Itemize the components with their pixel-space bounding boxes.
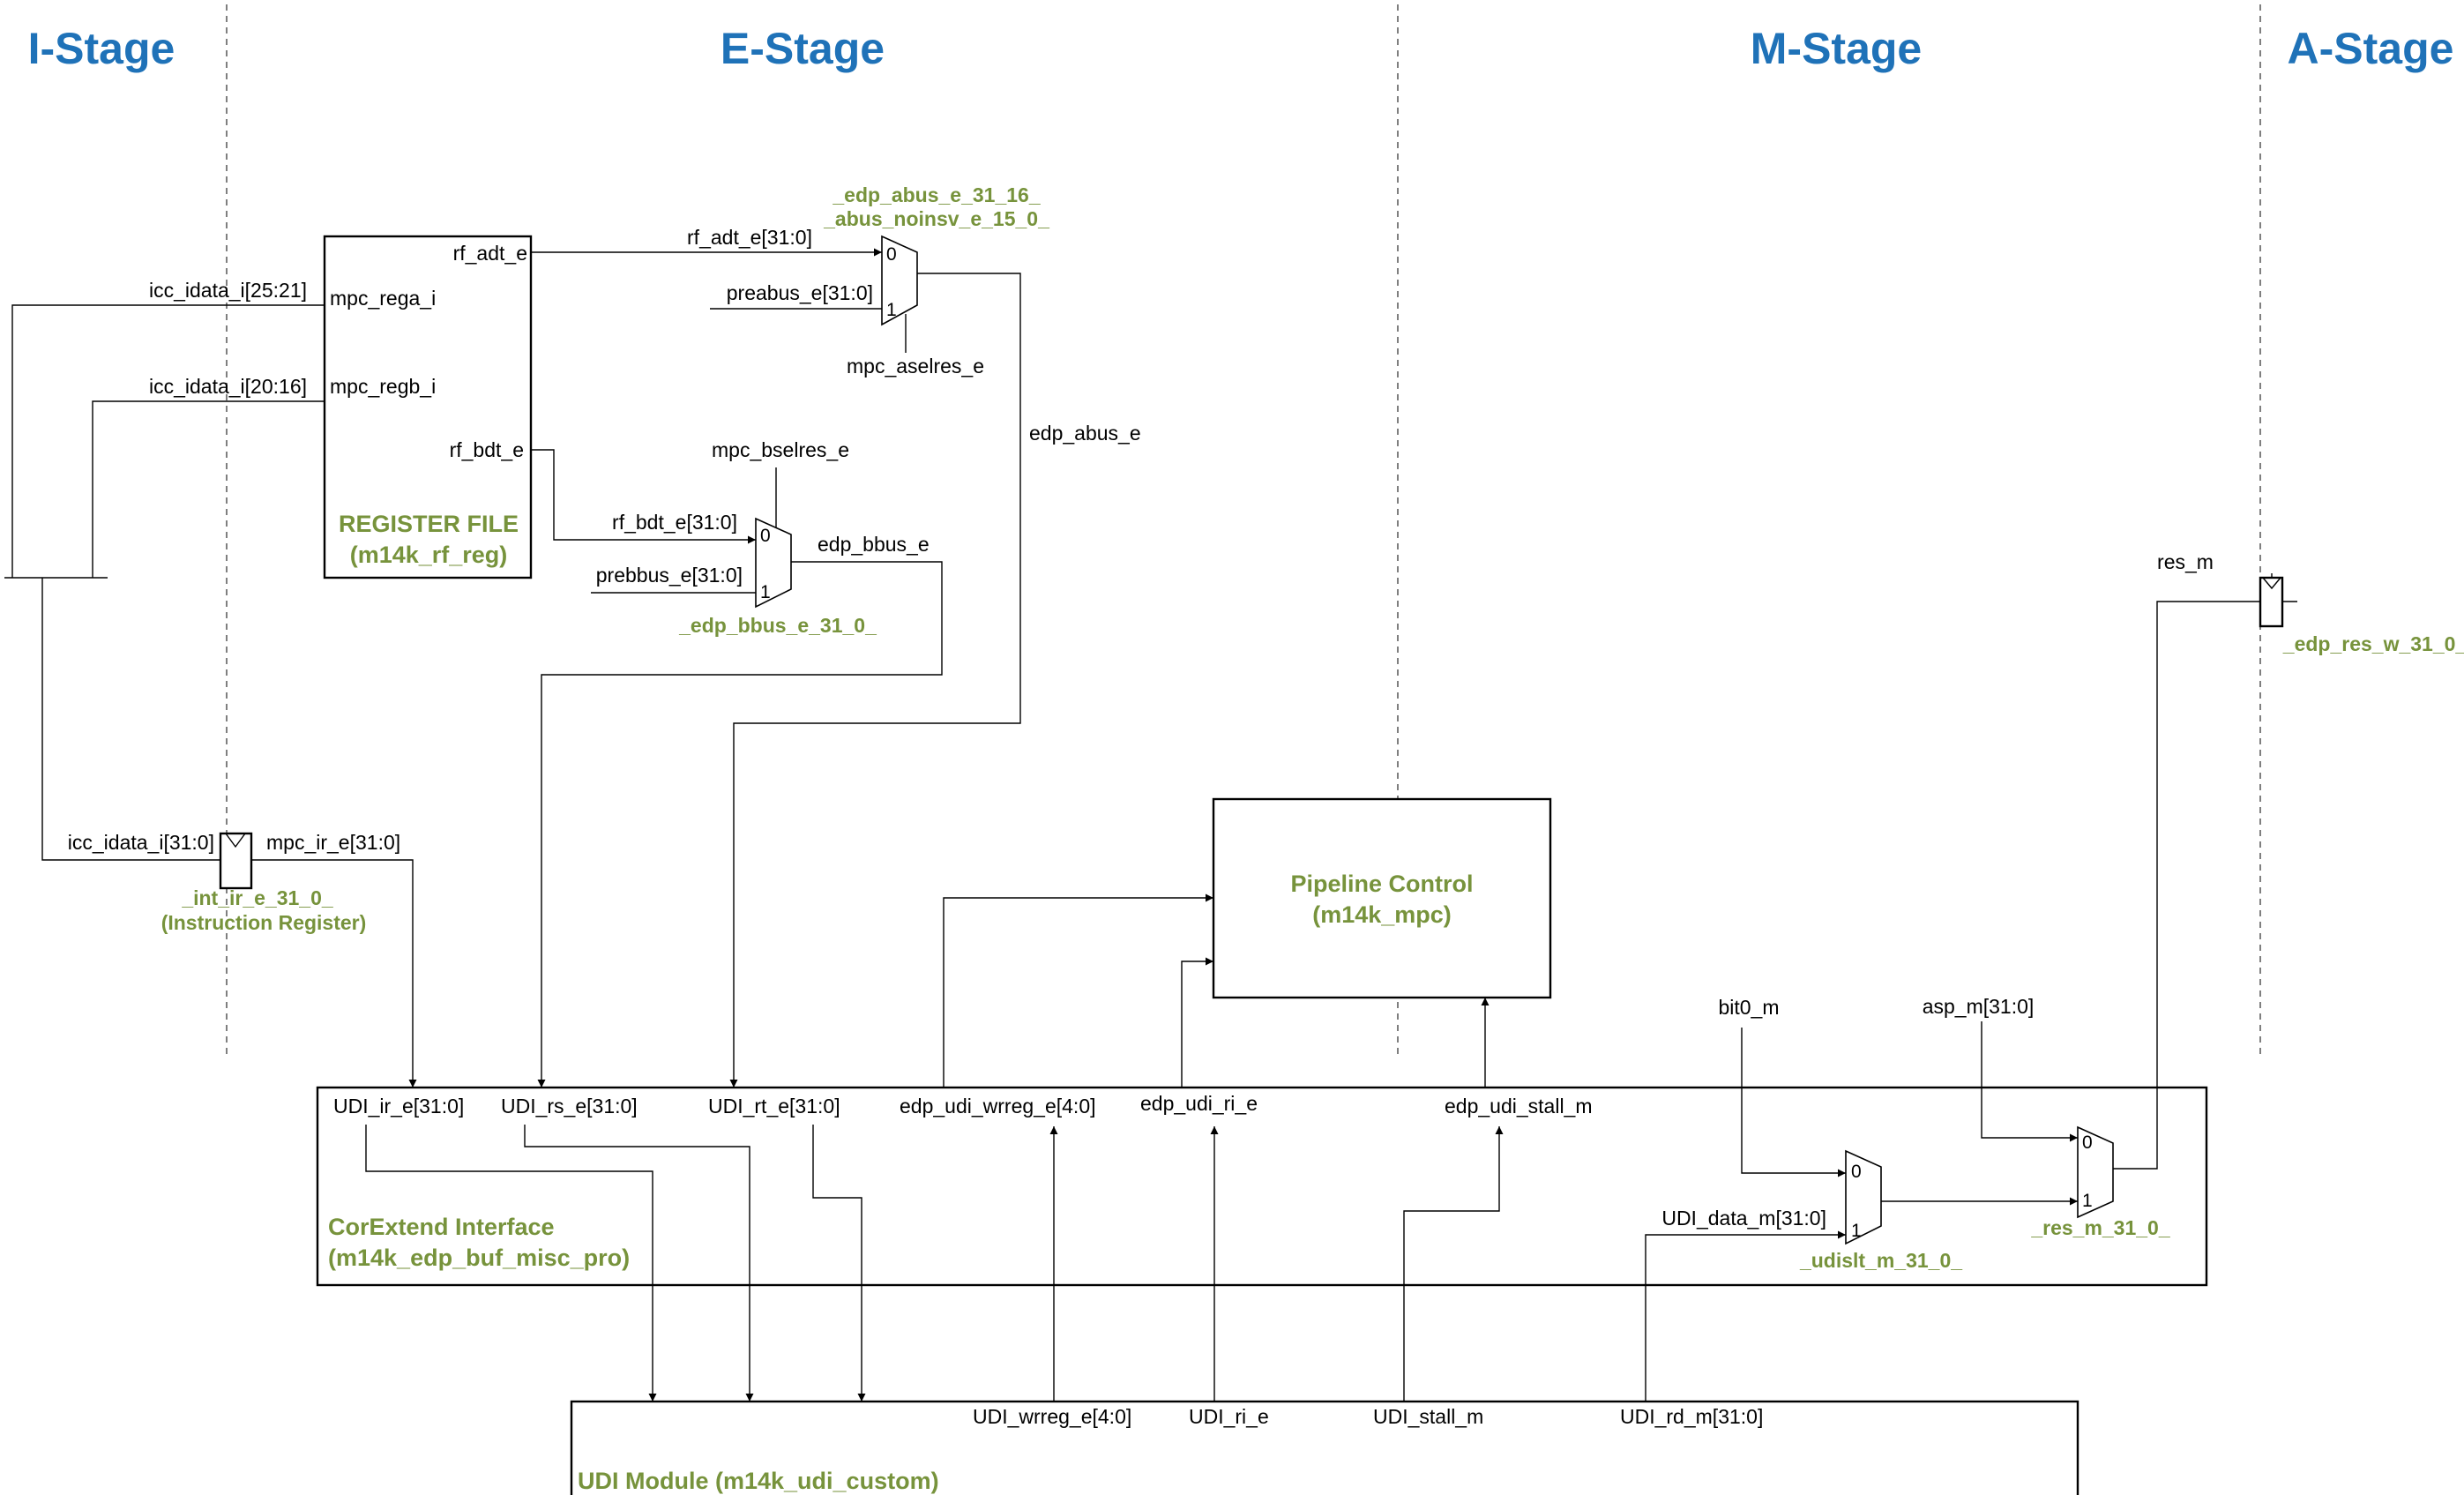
label-icc-idata-25-21: icc_idata_i[25:21] [149, 279, 307, 302]
bbus-mux-name: _edp_bbus_e_31_0_ [678, 614, 877, 637]
wire-edp-bbus-e [537, 561, 943, 1088]
udislt-mux [1845, 1149, 1882, 1245]
wire-asp-m [1981, 1021, 2078, 1142]
wires-abus [531, 248, 1021, 1088]
wire-udi-rd [1645, 1230, 1846, 1402]
udi-port-rd-m: UDI_rd_m[31:0] [1620, 1405, 1763, 1428]
udislt-mux-in1: 1 [1851, 1221, 1862, 1241]
corextend-title: CorExtend Interface [328, 1214, 555, 1240]
udi-module-title: UDI Module (m14k_udi_custom) [578, 1468, 939, 1494]
res-mux [2077, 1125, 2114, 1219]
label-bit0-m: bit0_m [1718, 996, 1779, 1019]
udi-port-ri-e: UDI_ri_e [1189, 1405, 1269, 1428]
wire-udi-stall [1403, 1126, 1504, 1402]
label-res-m: res_m [2157, 550, 2214, 573]
port-mpc-regb-i: mpc_regb_i [330, 375, 436, 398]
udislt-mux-name: _udislt_m_31_0_ [1799, 1249, 1962, 1272]
corextend-port-udi-ir-e: UDI_ir_e[31:0] [333, 1095, 464, 1118]
abus-mux [881, 235, 918, 326]
label-icc-idata-20-16: icc_idata_i[20:16] [149, 375, 307, 398]
port-mpc-rega-i: mpc_rega_i [330, 287, 436, 310]
bbus-mux-in0: 0 [760, 526, 771, 546]
label-mpc-bselres-e: mpc_bselres_e [712, 438, 849, 461]
pipeline-control-title: Pipeline Control [1290, 871, 1473, 897]
ir-register-desc: (Instruction Register) [161, 911, 367, 934]
corextend-port-edp-udi-stall-m: edp_udi_stall_m [1445, 1095, 1593, 1118]
i-stage-title: I-Stage [28, 24, 175, 73]
corextend-interface-box [316, 1086, 2208, 1287]
pipeline-control-box [1212, 797, 1552, 999]
corextend-port-udi-rt-e: UDI_rt_e[31:0] [708, 1095, 840, 1118]
register-file-box [323, 235, 533, 579]
wire-icc-idata-20-16 [92, 400, 325, 578]
port-rf-adt-e: rf_adt_e [453, 242, 527, 265]
pipeline-control-module: (m14k_mpc) [1312, 901, 1452, 928]
udi-port-stall-m: UDI_stall_m [1373, 1405, 1483, 1428]
instruction-register [219, 832, 253, 890]
label-edp-abus-e: edp_abus_e [1029, 422, 1141, 445]
label-prebbus-e: prebbus_e[31:0] [596, 564, 743, 587]
udislt-mux-in0: 0 [1851, 1162, 1862, 1182]
wire-icc-idata-31-0 [41, 578, 220, 861]
label-mpc-ir-e: mpc_ir_e[31:0] [266, 831, 400, 854]
label-mpc-aselres-e: mpc_aselres_e [847, 355, 984, 377]
abus-mux-in1: 1 [886, 300, 897, 320]
res-w-register [2259, 576, 2284, 628]
wire-udi-rt-e [812, 1125, 866, 1402]
label-icc-idata-31-0: icc_idata_i[31:0] [68, 831, 214, 854]
e-stage-title: E-Stage [721, 24, 885, 73]
res-mux-name: _res_m_31_0_ [2030, 1216, 2170, 1239]
a-stage-title: A-Stage [2288, 24, 2454, 73]
wire-bit0-m [1741, 1028, 1846, 1177]
corextend-port-udi-rs-e: UDI_rs_e[31:0] [501, 1095, 638, 1118]
wire-rf-bdt-e [531, 449, 756, 544]
label-rf-adt-e-bus: rf_adt_e[31:0] [687, 226, 812, 249]
res-w-register-name: _edp_res_w_31_0_ [2282, 632, 2464, 655]
label-udi-data-m: UDI_data_m[31:0] [1661, 1207, 1826, 1230]
wire-udi-ir-e [365, 1125, 657, 1402]
abus-mux-name-1: _edp_abus_e_31_16_ [832, 183, 1040, 206]
label-edp-bbus-e: edp_bbus_e [818, 533, 930, 556]
i-stage-wires [4, 304, 417, 1088]
wire-wrreg-to-mpc [943, 893, 1213, 1088]
corextend-module: (m14k_edp_buf_misc_pro) [328, 1245, 630, 1271]
bbus-mux-in1: 1 [760, 582, 771, 602]
res-mux-in1: 1 [2082, 1191, 2093, 1211]
wire-icc-idata-25-21 [11, 304, 325, 578]
wire-udi-rs-e [524, 1125, 754, 1402]
wire-res-m [2113, 601, 2260, 1170]
wire-ri-to-mpc [1181, 957, 1213, 1088]
register-file-module: (m14k_rf_reg) [350, 542, 508, 568]
label-asp-m: asp_m[31:0] [1923, 995, 2035, 1018]
abus-mux-name-2: _abus_noinsv_e_15_0_ [823, 207, 1049, 230]
abus-mux-in0: 0 [886, 244, 897, 265]
res-mux-in0: 0 [2082, 1132, 2093, 1153]
m-stage-title: M-Stage [1751, 24, 1922, 73]
udi-module-box [570, 1400, 2079, 1495]
corextend-port-edp-udi-wrreg-e: edp_udi_wrreg_e[4:0] [900, 1095, 1096, 1118]
port-rf-bdt-e: rf_bdt_e [450, 438, 524, 461]
ir-register-name: _int_ir_e_31_0_ [181, 886, 333, 909]
udi-port-wrreg-e: UDI_wrreg_e[4:0] [973, 1405, 1131, 1428]
wires-bbus [531, 449, 943, 1088]
label-rf-bdt-e-bus: rf_bdt_e[31:0] [612, 511, 737, 534]
corextend-port-edp-udi-ri-e: edp_udi_ri_e [1140, 1092, 1258, 1115]
wire-edp-abus-e [729, 273, 1021, 1088]
udi-wires [365, 893, 1846, 1402]
register-file-title: REGISTER FILE [339, 511, 519, 537]
wire-mpc-ir-e [251, 859, 417, 1088]
bbus-mux [755, 517, 792, 609]
label-preabus-e: preabus_e[31:0] [727, 281, 873, 304]
